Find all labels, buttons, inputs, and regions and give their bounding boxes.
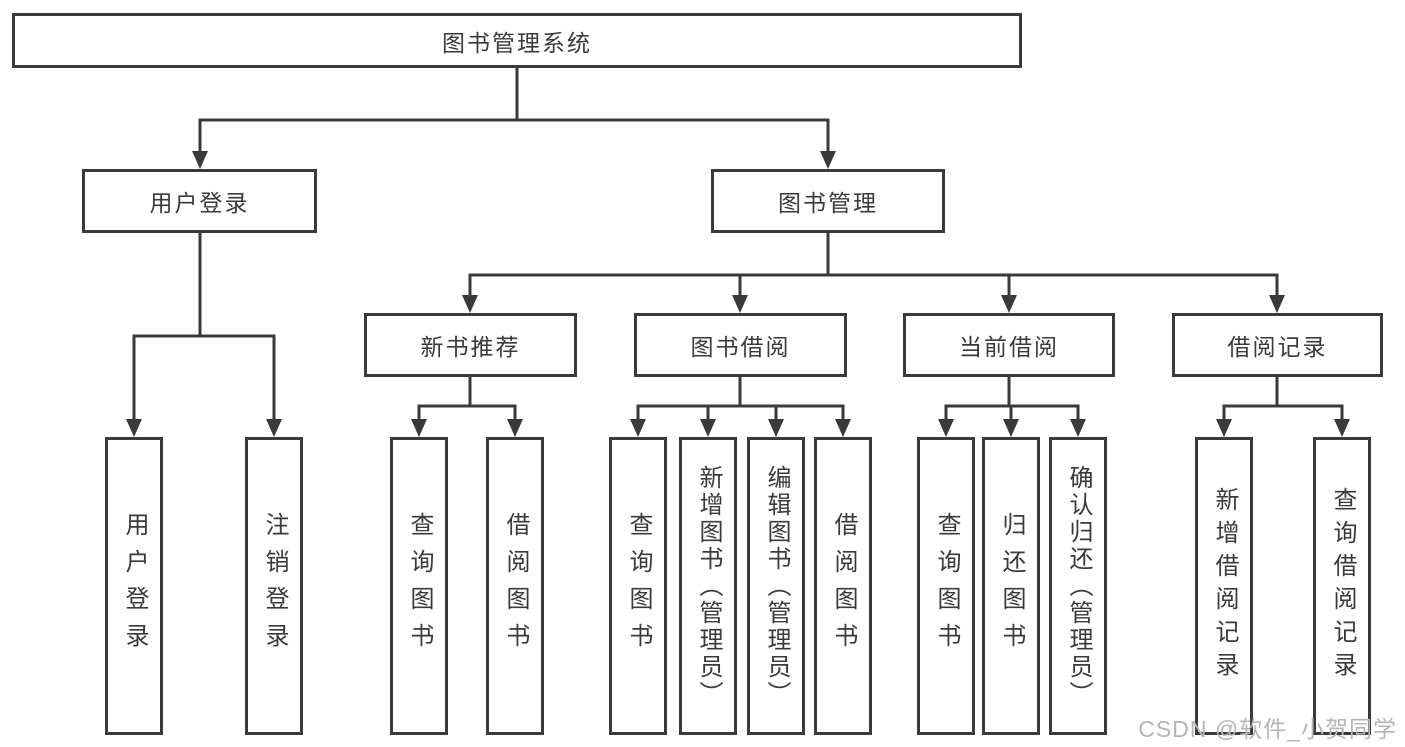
node-book-borrowing: 图书借阅 [634,313,847,377]
leaf-user-login: 用户登录 [105,437,163,735]
node-user-login: 用户登录 [82,169,317,233]
csdn-watermark: CSDN @软件_小贺同学 [1138,716,1397,742]
leaf-add-books-admin-label: 新增图书（管理员） [695,464,722,708]
leaf-borrow-books-borrowing-label: 借阅图书 [830,512,857,660]
leaf-query-borrow-record-label: 查询借阅记录 [1329,487,1356,685]
leaf-return-books: 归还图书 [982,437,1040,735]
leaf-logout-label: 注销登录 [261,512,288,660]
leaf-query-books-borrowing: 查询图书 [609,437,667,735]
leaf-edit-books-admin-label: 编辑图书（管理员） [763,464,790,708]
node-book-management: 图书管理 [711,169,945,233]
leaf-borrow-books-recommend: 借阅图书 [486,437,544,735]
node-current-borrowing: 当前借阅 [903,313,1115,377]
node-root: 图书管理系统 [12,13,1022,68]
node-borrow-records: 借阅记录 [1172,313,1383,377]
leaf-confirm-return-admin: 确认归还（管理员） [1049,437,1107,735]
leaf-query-books-borrowing-label: 查询图书 [625,512,652,660]
node-new-book-recommend: 新书推荐 [364,313,577,377]
leaf-query-books-current: 查询图书 [917,437,975,735]
leaf-add-borrow-record: 新增借阅记录 [1195,437,1253,735]
leaf-user-login-label: 用户登录 [121,512,148,660]
leaf-query-books-current-label: 查询图书 [933,512,960,660]
leaf-add-books-admin: 新增图书（管理员） [679,437,737,735]
leaf-add-borrow-record-label: 新增借阅记录 [1211,487,1238,685]
leaf-borrow-books-borrowing: 借阅图书 [814,437,872,735]
leaf-edit-books-admin: 编辑图书（管理员） [747,437,805,735]
leaf-borrow-books-recommend-label: 借阅图书 [502,512,529,660]
leaf-logout: 注销登录 [245,437,303,735]
leaf-query-borrow-record: 查询借阅记录 [1313,437,1371,735]
leaf-query-books-recommend-label: 查询图书 [406,512,433,660]
leaf-return-books-label: 归还图书 [998,512,1025,660]
leaf-confirm-return-admin-label: 确认归还（管理员） [1065,464,1092,708]
leaf-query-books-recommend: 查询图书 [390,437,448,735]
